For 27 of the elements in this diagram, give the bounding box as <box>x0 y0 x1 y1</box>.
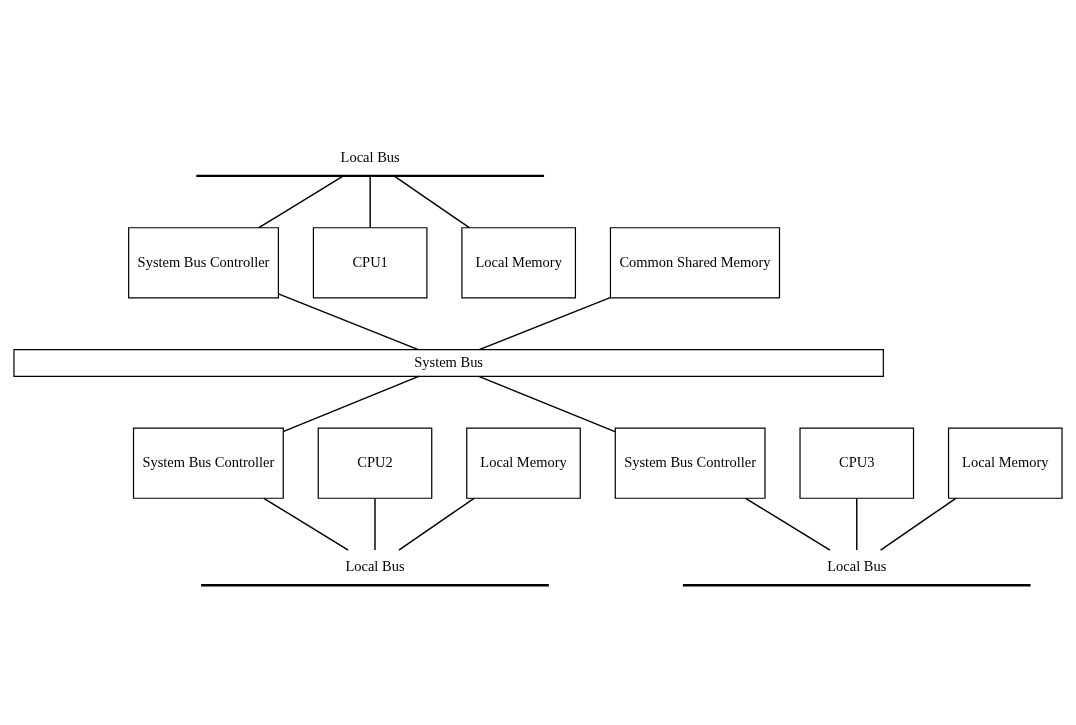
connector <box>478 296 611 350</box>
node-text: Local Bus <box>827 557 887 574</box>
node-box: CPU3 <box>799 427 915 499</box>
connector <box>744 497 831 551</box>
node-box: Local Memory <box>947 427 1063 499</box>
connector <box>277 292 419 350</box>
node-box: System Bus <box>13 348 884 377</box>
node-box: System Bus Controller <box>614 427 766 499</box>
node-text: Local Bus <box>340 148 400 165</box>
node-box: CPU1 <box>312 226 428 298</box>
connector <box>856 497 858 551</box>
connector <box>398 497 475 551</box>
node-text: Local Bus <box>345 557 405 574</box>
node-box: Common Shared Memory <box>609 226 781 298</box>
connector <box>258 174 345 228</box>
node-box: Local Memory <box>466 427 581 499</box>
connector <box>374 497 376 551</box>
connector <box>393 174 471 228</box>
connector <box>369 174 371 228</box>
node-box: System Bus Controller <box>128 226 279 298</box>
connector <box>282 375 420 432</box>
connector <box>263 497 349 551</box>
node-box: CPU2 <box>317 427 433 499</box>
node-box: System Bus Controller <box>132 427 284 499</box>
node-box: Local Memory <box>461 226 577 298</box>
connector <box>879 497 957 551</box>
connector <box>478 375 616 432</box>
